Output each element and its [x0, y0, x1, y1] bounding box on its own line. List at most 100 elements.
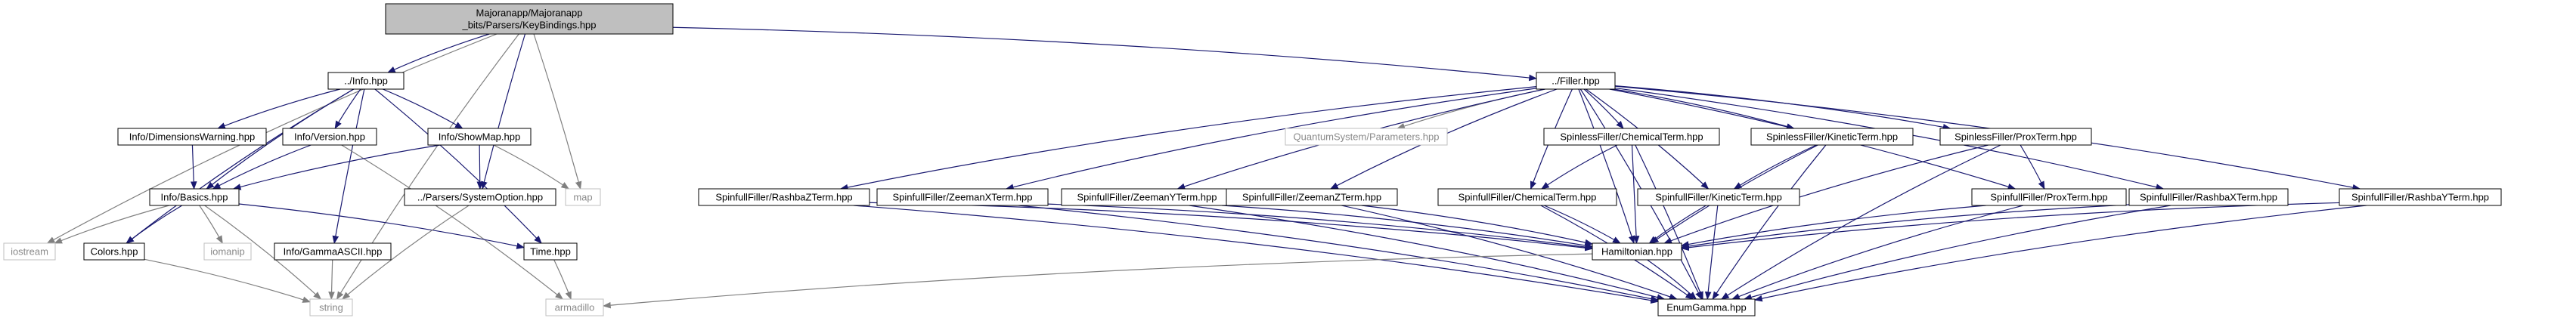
- node-label: SpinlessFiller/ProxTerm.hpp: [1954, 131, 2077, 143]
- node-label: SpinfullFiller/RashbaYTerm.hpp: [2351, 192, 2489, 203]
- node-sl_prox[interactable]: SpinlessFiller/ProxTerm.hpp: [1939, 128, 2092, 146]
- edge-sf_rby-to-ham: [1680, 202, 2340, 252]
- node-sf_rbx[interactable]: SpinfullFiller/RashbaXTerm.hpp: [2128, 188, 2289, 206]
- edge-sf_zx-to-ham: [1047, 203, 1594, 251]
- node-box: [1543, 128, 1720, 146]
- edge-sl_chem-to-enumgamma: [1635, 144, 1703, 301]
- node-version[interactable]: Info/Version.hpp: [282, 128, 377, 146]
- edge-filler-to-sl_kin: [1613, 88, 1795, 130]
- edge-sf_rby-to-enumgamma: [1753, 205, 2367, 302]
- edge-info-to-time: [374, 88, 542, 244]
- edge-basics-to-time: [238, 203, 525, 249]
- node-filler[interactable]: ../Filler.hpp: [1536, 72, 1616, 90]
- node-sf_kin[interactable]: SpinfullFiller/KineticTerm.hpp: [1637, 188, 1800, 206]
- node-iomanip: iomanip: [203, 242, 252, 261]
- node-label: Hamiltonian.hpp: [1601, 246, 1672, 258]
- edge-root-to-string: [336, 33, 519, 300]
- node-label: SpinfullFiller/RashbaXTerm.hpp: [2140, 192, 2277, 203]
- node-label: _bits/Parsers/KeyBindings.hpp: [461, 20, 596, 31]
- edge-showmap-to-basics: [232, 144, 441, 190]
- node-box: [282, 128, 377, 146]
- node-box: [203, 242, 252, 261]
- node-string: string: [309, 298, 353, 316]
- edge-filler-to-ham: [1578, 88, 1635, 245]
- node-enumgamma[interactable]: EnumGamma.hpp: [1657, 298, 1756, 316]
- node-label: ../Info.hpp: [344, 76, 388, 87]
- edge-sf_kin-to-ham: [1648, 205, 1706, 244]
- node-label: SpinfullFiller/ZeemanYTerm.hpp: [1077, 192, 1217, 203]
- node-time[interactable]: Time.hpp: [523, 242, 578, 261]
- node-box: [309, 298, 353, 316]
- edge-root-to-filler: [672, 26, 1538, 82]
- edge-filler-to-sf_zx: [1005, 88, 1537, 190]
- edge-sf_rbz-to-ham: [869, 202, 1594, 252]
- node-sf_zx[interactable]: SpinfullFiller/ZeemanXTerm.hpp: [876, 188, 1049, 206]
- edge-showmap-to-sysopt: [476, 144, 484, 190]
- node-box: [327, 72, 405, 90]
- node-sf_chem[interactable]: SpinfullFiller/ChemicalTerm.hpp: [1437, 188, 1617, 206]
- node-showmap[interactable]: Info/ShowMap.hpp: [427, 128, 532, 146]
- edge-info-to-showmap: [383, 88, 463, 129]
- edge-sl_prox-to-sf_prox: [2020, 144, 2045, 190]
- node-gammaascii[interactable]: Info/GammaASCII.hpp: [274, 242, 392, 261]
- node-colors[interactable]: Colors.hpp: [83, 242, 145, 261]
- node-box: [1657, 298, 1756, 316]
- node-ham[interactable]: Hamiltonian.hpp: [1592, 242, 1682, 261]
- node-label: SpinfullFiller/KineticTerm.hpp: [1655, 192, 1782, 203]
- node-iostream: iostream: [3, 242, 56, 261]
- node-sf_zz[interactable]: SpinfullFiller/ZeemanZTerm.hpp: [1226, 188, 1398, 206]
- edge-info-to-dimwarn: [217, 88, 340, 129]
- edge-sf_zz-to-ham: [1361, 205, 1594, 246]
- node-box: [1637, 188, 1800, 206]
- node-label: Info/GammaASCII.hpp: [284, 246, 383, 258]
- edge-showmap-to-map: [493, 144, 570, 190]
- node-label: SpinlessFiller/KineticTerm.hpp: [1766, 131, 1898, 143]
- node-sf_rbz[interactable]: SpinfullFiller/RashbaZTerm.hpp: [698, 188, 870, 206]
- node-box: [1536, 72, 1616, 90]
- node-label: ../Filler.hpp: [1551, 76, 1600, 87]
- node-box: [1939, 128, 2092, 146]
- edge-basics-to-iomanip: [199, 205, 223, 244]
- node-root[interactable]: Majoranapp/Majoranapp_bits/Parsers/KeyBi…: [385, 3, 674, 35]
- graph-nodes: Majoranapp/Majoranapp_bits/Parsers/KeyBi…: [3, 3, 2502, 316]
- node-label: iostream: [11, 246, 48, 258]
- edge-basics-to-iostream: [54, 205, 169, 244]
- node-box: [698, 188, 870, 206]
- node-box: [117, 128, 267, 146]
- node-sl_chem[interactable]: SpinlessFiller/ChemicalTerm.hpp: [1543, 128, 1720, 146]
- node-label: string: [319, 302, 343, 313]
- node-label: Majoranapp/Majoranapp: [476, 8, 583, 19]
- node-label: Info/ShowMap.hpp: [439, 131, 520, 143]
- node-box: [1971, 188, 2127, 206]
- node-box: [2339, 188, 2502, 206]
- node-sf_zy[interactable]: SpinfullFiller/ZeemanYTerm.hpp: [1061, 188, 1233, 206]
- node-basics[interactable]: Info/Basics.hpp: [149, 188, 240, 206]
- node-label: Info/DimensionsWarning.hpp: [129, 131, 255, 143]
- edge-version-to-basics: [212, 144, 312, 190]
- node-sl_kin[interactable]: SpinlessFiller/KineticTerm.hpp: [1750, 128, 1914, 146]
- edge-sl_chem-to-sf_chem: [1541, 144, 1618, 190]
- edge-filler-to-sl_prox: [1614, 85, 1951, 131]
- node-box: [523, 242, 578, 261]
- edge-ham-to-armadillo: [602, 253, 1593, 309]
- node-box: [876, 188, 1049, 206]
- edge-sf_rbz-to-enumgamma: [853, 205, 1660, 304]
- edge-time-to-armadillo: [553, 259, 572, 301]
- edge-sf_kin-to-enumgamma: [1704, 205, 1719, 301]
- edge-colors-to-string: [144, 258, 312, 303]
- node-dimwarn[interactable]: Info/DimensionsWarning.hpp: [117, 128, 267, 146]
- edge-sf_zy-to-enumgamma: [1189, 205, 1666, 301]
- node-sysopt[interactable]: ../Parsers/SystemOption.hpp: [404, 188, 556, 206]
- edge-filler-to-sf_rbz: [839, 86, 1537, 191]
- node-label: SpinlessFiller/ChemicalTerm.hpp: [1560, 131, 1703, 143]
- node-label: SpinfullFiller/ChemicalTerm.hpp: [1458, 192, 1597, 203]
- node-label: Time.hpp: [530, 246, 571, 258]
- node-sf_rby[interactable]: SpinfullFiller/RashbaYTerm.hpp: [2339, 188, 2502, 206]
- node-info[interactable]: ../Info.hpp: [327, 72, 405, 90]
- node-sf_prox[interactable]: SpinfullFiller/ProxTerm.hpp: [1971, 188, 2127, 206]
- edge-dimwarn-to-basics: [190, 144, 197, 190]
- edge-basics-to-string: [204, 205, 322, 300]
- node-box: [427, 128, 532, 146]
- edge-sf_prox-to-ham: [1680, 205, 1986, 248]
- node-label: iomanip: [210, 246, 245, 258]
